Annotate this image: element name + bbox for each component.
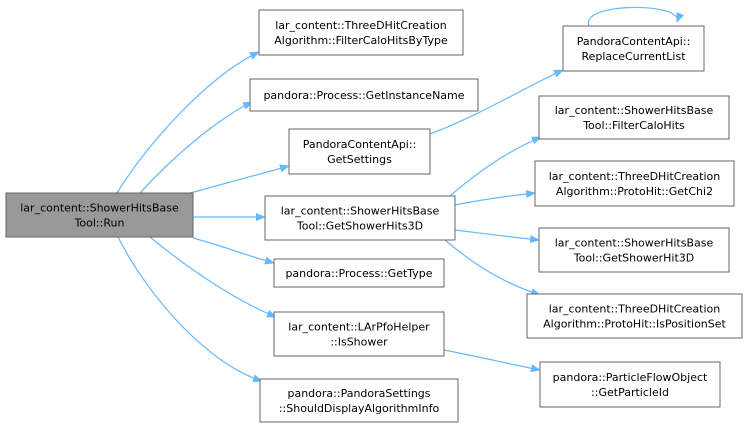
edge-get_shower_hits_3d-to-get-shower-hit-3d (454, 229, 540, 244)
edge-is_shower-to-get-particle-id (443, 349, 541, 373)
node-box (273, 258, 445, 288)
node-label-line: lar_content::ShowerHitsBase (20, 202, 179, 215)
edge-run-to-filter-calo-hits-by-type (116, 51, 260, 194)
node-get-type[interactable]: pandora::Process::GetType (273, 258, 445, 288)
node-box (538, 227, 730, 273)
edge-run-to-is-shower (149, 236, 277, 318)
node-get-chi2[interactable]: lar_content::ThreeDHitCreationAlgorithm:… (534, 160, 735, 207)
edge-get_settings-to-replace-current-list (429, 69, 564, 135)
node-is-position-set[interactable]: lar_content::ThreeDHitCreationAlgorithm:… (526, 293, 743, 339)
node-label-line: lar_content::ThreeDHitCreation (549, 170, 721, 183)
edge-run-to-get-type (192, 237, 275, 265)
node-label-line: ::GetParticleId (591, 386, 669, 399)
node-box (249, 78, 479, 112)
node-label-line: pandora::Process::GetType (285, 267, 432, 280)
node-label-line: Tool::FilterCaloHits (582, 119, 685, 132)
node-filter-calo-hits-by-type[interactable]: lar_content::ThreeDHitCreationAlgorithm:… (258, 9, 464, 56)
node-label-line: GetSettings (327, 153, 392, 166)
node-label-line: ::IsShower (330, 336, 388, 349)
node-label-line: lar_content::ThreeDHitCreation (275, 19, 447, 32)
node-label-line: Algorithm::FilterCaloHitsByType (274, 34, 448, 47)
node-box (539, 361, 721, 408)
node-label-line: lar_content::LArPfoHelper (288, 321, 430, 334)
node-box (273, 311, 445, 357)
edge-get_shower_hits_3d-to-filter-calo-hits (449, 136, 542, 197)
node-get-shower-hit-3d[interactable]: lar_content::ShowerHitsBaseTool::GetShow… (538, 227, 730, 273)
node-label-line: Algorithm::ProtoHit::IsPositionSet (543, 318, 726, 331)
node-box (526, 293, 743, 339)
node-filter-calo-hits[interactable]: lar_content::ShowerHitsBaseTool::FilterC… (538, 95, 730, 140)
edge-run-to-get-instance-name (139, 101, 253, 194)
node-label-line: pandora::ParticleFlowObject (553, 371, 708, 384)
edges (116, 6, 685, 383)
node-box (538, 95, 730, 140)
edge-get_shower_hits_3d-to-is-position-set (444, 239, 541, 296)
node-label-line: Tool::GetShowerHit3D (573, 252, 694, 265)
node-label-line: lar_content::ThreeDHitCreation (549, 303, 721, 316)
node-get-shower-hits-3d[interactable]: lar_content::ShowerHitsBaseTool::GetShow… (264, 195, 456, 241)
edge-get_shower_hits_3d-to-get-chi2 (454, 190, 536, 206)
node-get-settings[interactable]: PandoraContentApi::GetSettings (288, 128, 431, 175)
node-label-line: Tool::GetShowerHits3D (296, 220, 423, 233)
node-label-line: pandora::Process::GetInstanceName (263, 89, 464, 102)
node-box (562, 25, 705, 72)
node-get-particle-id[interactable]: pandora::ParticleFlowObject::GetParticle… (539, 361, 721, 408)
node-replace-current-list[interactable]: PandoraContentApi::ReplaceCurrentList (562, 25, 705, 72)
node-label-line: ::ShouldDisplayAlgorithmInfo (279, 402, 440, 415)
node-label-line: pandora::PandoraSettings (287, 387, 430, 400)
node-get-instance-name[interactable]: pandora::Process::GetInstanceName (249, 78, 479, 112)
edge-replace_current_list-to-replace-current-list (588, 6, 685, 27)
edge-run-to-should-display (117, 236, 263, 383)
node-label-line: lar_content::ShowerHitsBase (555, 237, 714, 250)
node-label-line: Algorithm::ProtoHit::GetChi2 (556, 185, 713, 198)
node-box (258, 9, 464, 56)
node-label-line: Tool::Run (74, 217, 125, 230)
node-label-line: ReplaceCurrentList (581, 50, 686, 63)
node-box (259, 378, 459, 423)
edge-run-to-get-settings (182, 164, 290, 196)
node-label-line: lar_content::ShowerHitsBase (555, 104, 714, 117)
node-is-shower[interactable]: lar_content::LArPfoHelper::IsShower (273, 311, 445, 357)
node-should-display[interactable]: pandora::PandoraSettings::ShouldDisplayA… (259, 378, 459, 423)
node-box (534, 160, 735, 207)
nodes: lar_content::ShowerHitsBaseTool::Runlar_… (5, 9, 743, 423)
node-box (5, 192, 194, 238)
node-label-line: lar_content::ShowerHitsBase (281, 205, 440, 218)
node-box (264, 195, 456, 241)
node-box (288, 128, 431, 175)
node-label-line: PandoraContentApi:: (303, 138, 417, 151)
node-label-line: PandoraContentApi:: (577, 35, 691, 48)
